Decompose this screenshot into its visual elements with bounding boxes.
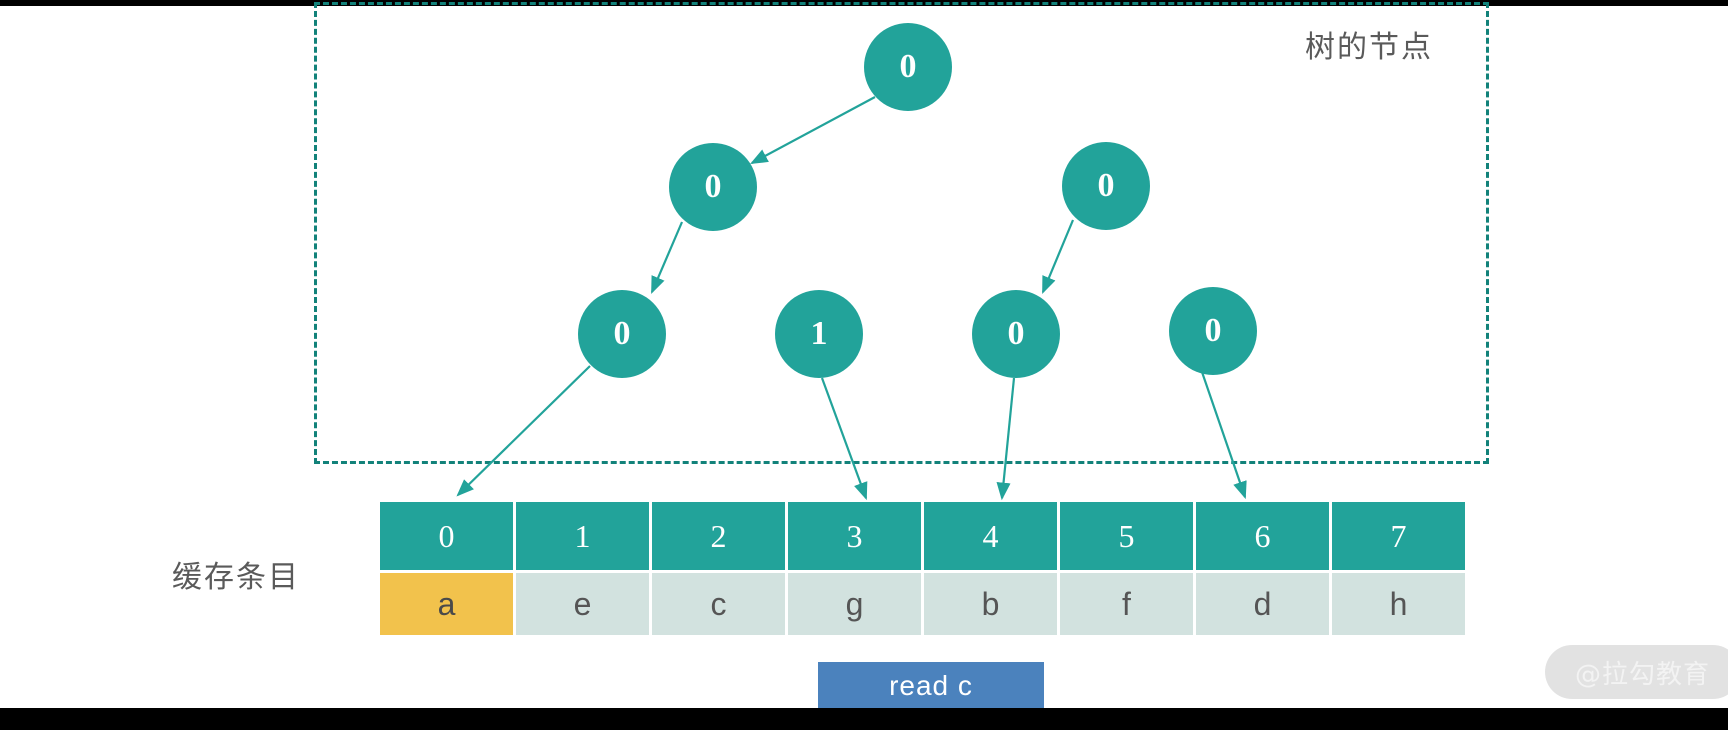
cache-index-6: 6: [1196, 502, 1329, 570]
edge-n-m2-to-slot-4: [996, 377, 1016, 501]
read-c-button[interactable]: read c: [818, 662, 1044, 710]
edge-n-r1-to-n-m2: [1041, 219, 1075, 295]
tree-region-boundary: [314, 2, 1489, 464]
edge-n-l1-to-n-l2: [650, 221, 684, 295]
edge-n-l2-to-slot-0: [456, 365, 591, 497]
cache-index-4: 4: [924, 502, 1057, 570]
cache-value-2[interactable]: c: [652, 573, 785, 635]
tree-node-n-r2: 0: [1169, 287, 1257, 375]
cache-index-0: 0: [380, 502, 513, 570]
cache-value-6[interactable]: d: [1196, 573, 1329, 635]
tree-node-root: 0: [864, 23, 952, 111]
tree-node-n-m2: 0: [972, 290, 1060, 378]
cache-index-1: 1: [516, 502, 649, 570]
cache-value-1[interactable]: e: [516, 573, 649, 635]
cache-value-3[interactable]: g: [788, 573, 921, 635]
edge-n-r2-to-slot-6: [1200, 371, 1247, 500]
cache-value-0[interactable]: a: [380, 573, 513, 635]
tree-node-n-r1: 0: [1062, 142, 1150, 230]
edge-n-m1-to-slot-3: [820, 377, 868, 501]
letterbox-bottom: [0, 708, 1728, 730]
edge-root-to-n-l1: [750, 96, 876, 165]
tree-region-label: 树的节点: [1305, 30, 1433, 65]
cache-index-7: 7: [1332, 502, 1465, 570]
cache-index-5: 5: [1060, 502, 1193, 570]
tree-node-n-l2: 0: [578, 290, 666, 378]
tree-node-n-l1: 0: [669, 143, 757, 231]
cache-value-4[interactable]: b: [924, 573, 1057, 635]
tree-node-n-m1: 1: [775, 290, 863, 378]
cache-value-7[interactable]: h: [1332, 573, 1465, 635]
cache-region-label: 缓存条目: [172, 560, 300, 595]
cache-index-3: 3: [788, 502, 921, 570]
cache-value-5[interactable]: f: [1060, 573, 1193, 635]
watermark-badge: @拉勾教育: [1545, 645, 1728, 699]
cache-index-2: 2: [652, 502, 785, 570]
